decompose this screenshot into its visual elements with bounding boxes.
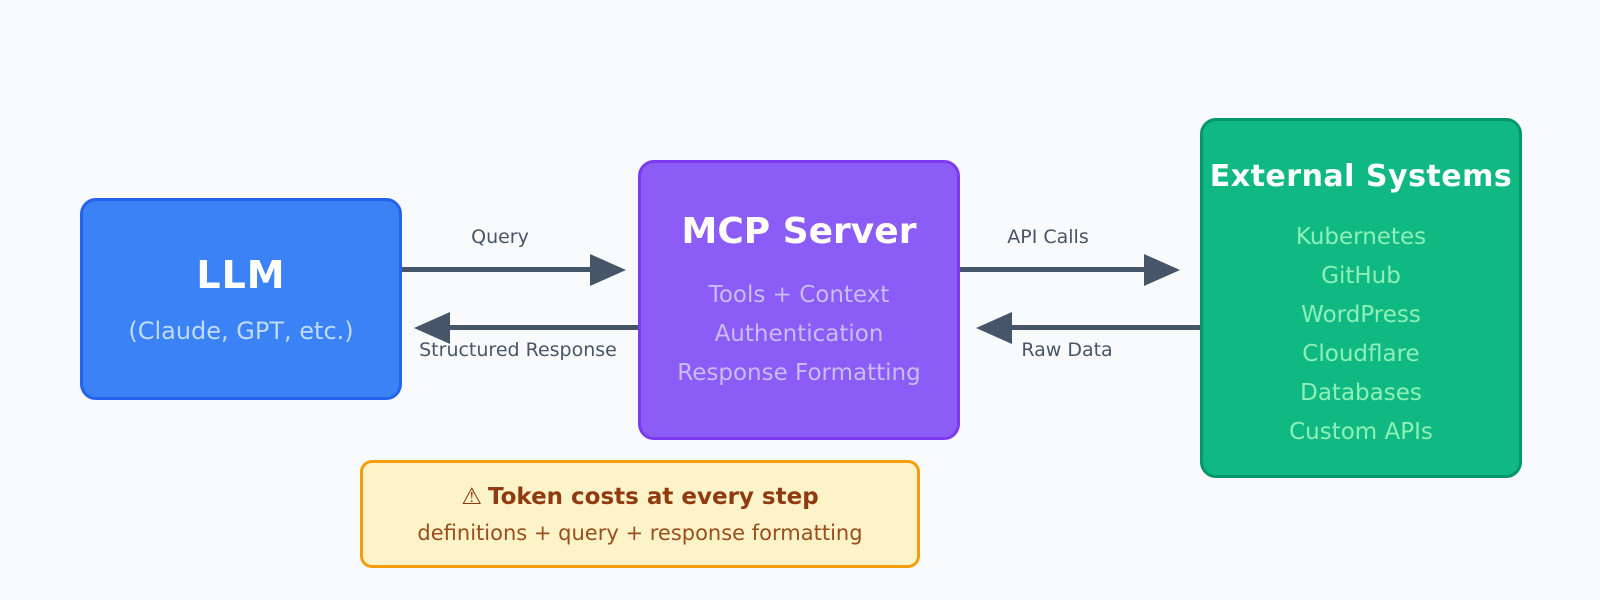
external-item-custom-apis: Custom APIs <box>1289 419 1433 445</box>
mcp-feature-tools-context: Tools + Context <box>708 282 890 308</box>
mcp-server-title: MCP Server <box>681 211 917 252</box>
token-costs-note-title: ⚠Token costs at every step <box>461 484 818 510</box>
external-item-cloudflare: Cloudflare <box>1302 341 1420 367</box>
llm-node: LLM (Claude, GPT, etc.) <box>80 198 402 400</box>
mcp-server-node: MCP Server Tools + Context Authenticatio… <box>638 160 960 440</box>
llm-subtitle: (Claude, GPT, etc.) <box>128 317 354 345</box>
warning-icon: ⚠ <box>461 483 482 510</box>
external-item-wordpress: WordPress <box>1301 302 1421 328</box>
query-arrow-line <box>402 267 592 272</box>
structured-response-arrow-line <box>448 325 638 330</box>
external-systems-node: External Systems Kubernetes GitHub WordP… <box>1200 118 1522 478</box>
mcp-feature-response-formatting: Response Formatting <box>677 360 921 386</box>
raw-data-edge-label: Raw Data <box>1021 339 1113 361</box>
external-systems-title: External Systems <box>1209 159 1513 194</box>
api-calls-arrow-line <box>960 267 1146 272</box>
query-edge-label: Query <box>471 226 529 248</box>
api-calls-arrowhead-icon <box>1144 254 1180 286</box>
structured-response-edge-label: Structured Response <box>419 339 617 361</box>
llm-title: LLM <box>196 253 286 297</box>
token-costs-note-subtitle: definitions + query + response formattin… <box>417 520 863 545</box>
query-arrowhead-icon <box>590 254 626 286</box>
raw-data-arrowhead-icon <box>976 312 1012 344</box>
raw-data-arrow-line <box>1010 325 1200 330</box>
token-costs-note-title-text: Token costs at every step <box>487 483 819 510</box>
structured-response-arrowhead-icon <box>414 312 450 344</box>
external-item-kubernetes: Kubernetes <box>1295 224 1427 250</box>
api-calls-edge-label: API Calls <box>1007 226 1089 248</box>
token-costs-note: ⚠Token costs at every step definitions +… <box>360 460 920 568</box>
mcp-feature-authentication: Authentication <box>714 321 884 347</box>
external-item-github: GitHub <box>1321 263 1401 289</box>
external-item-databases: Databases <box>1300 380 1422 406</box>
